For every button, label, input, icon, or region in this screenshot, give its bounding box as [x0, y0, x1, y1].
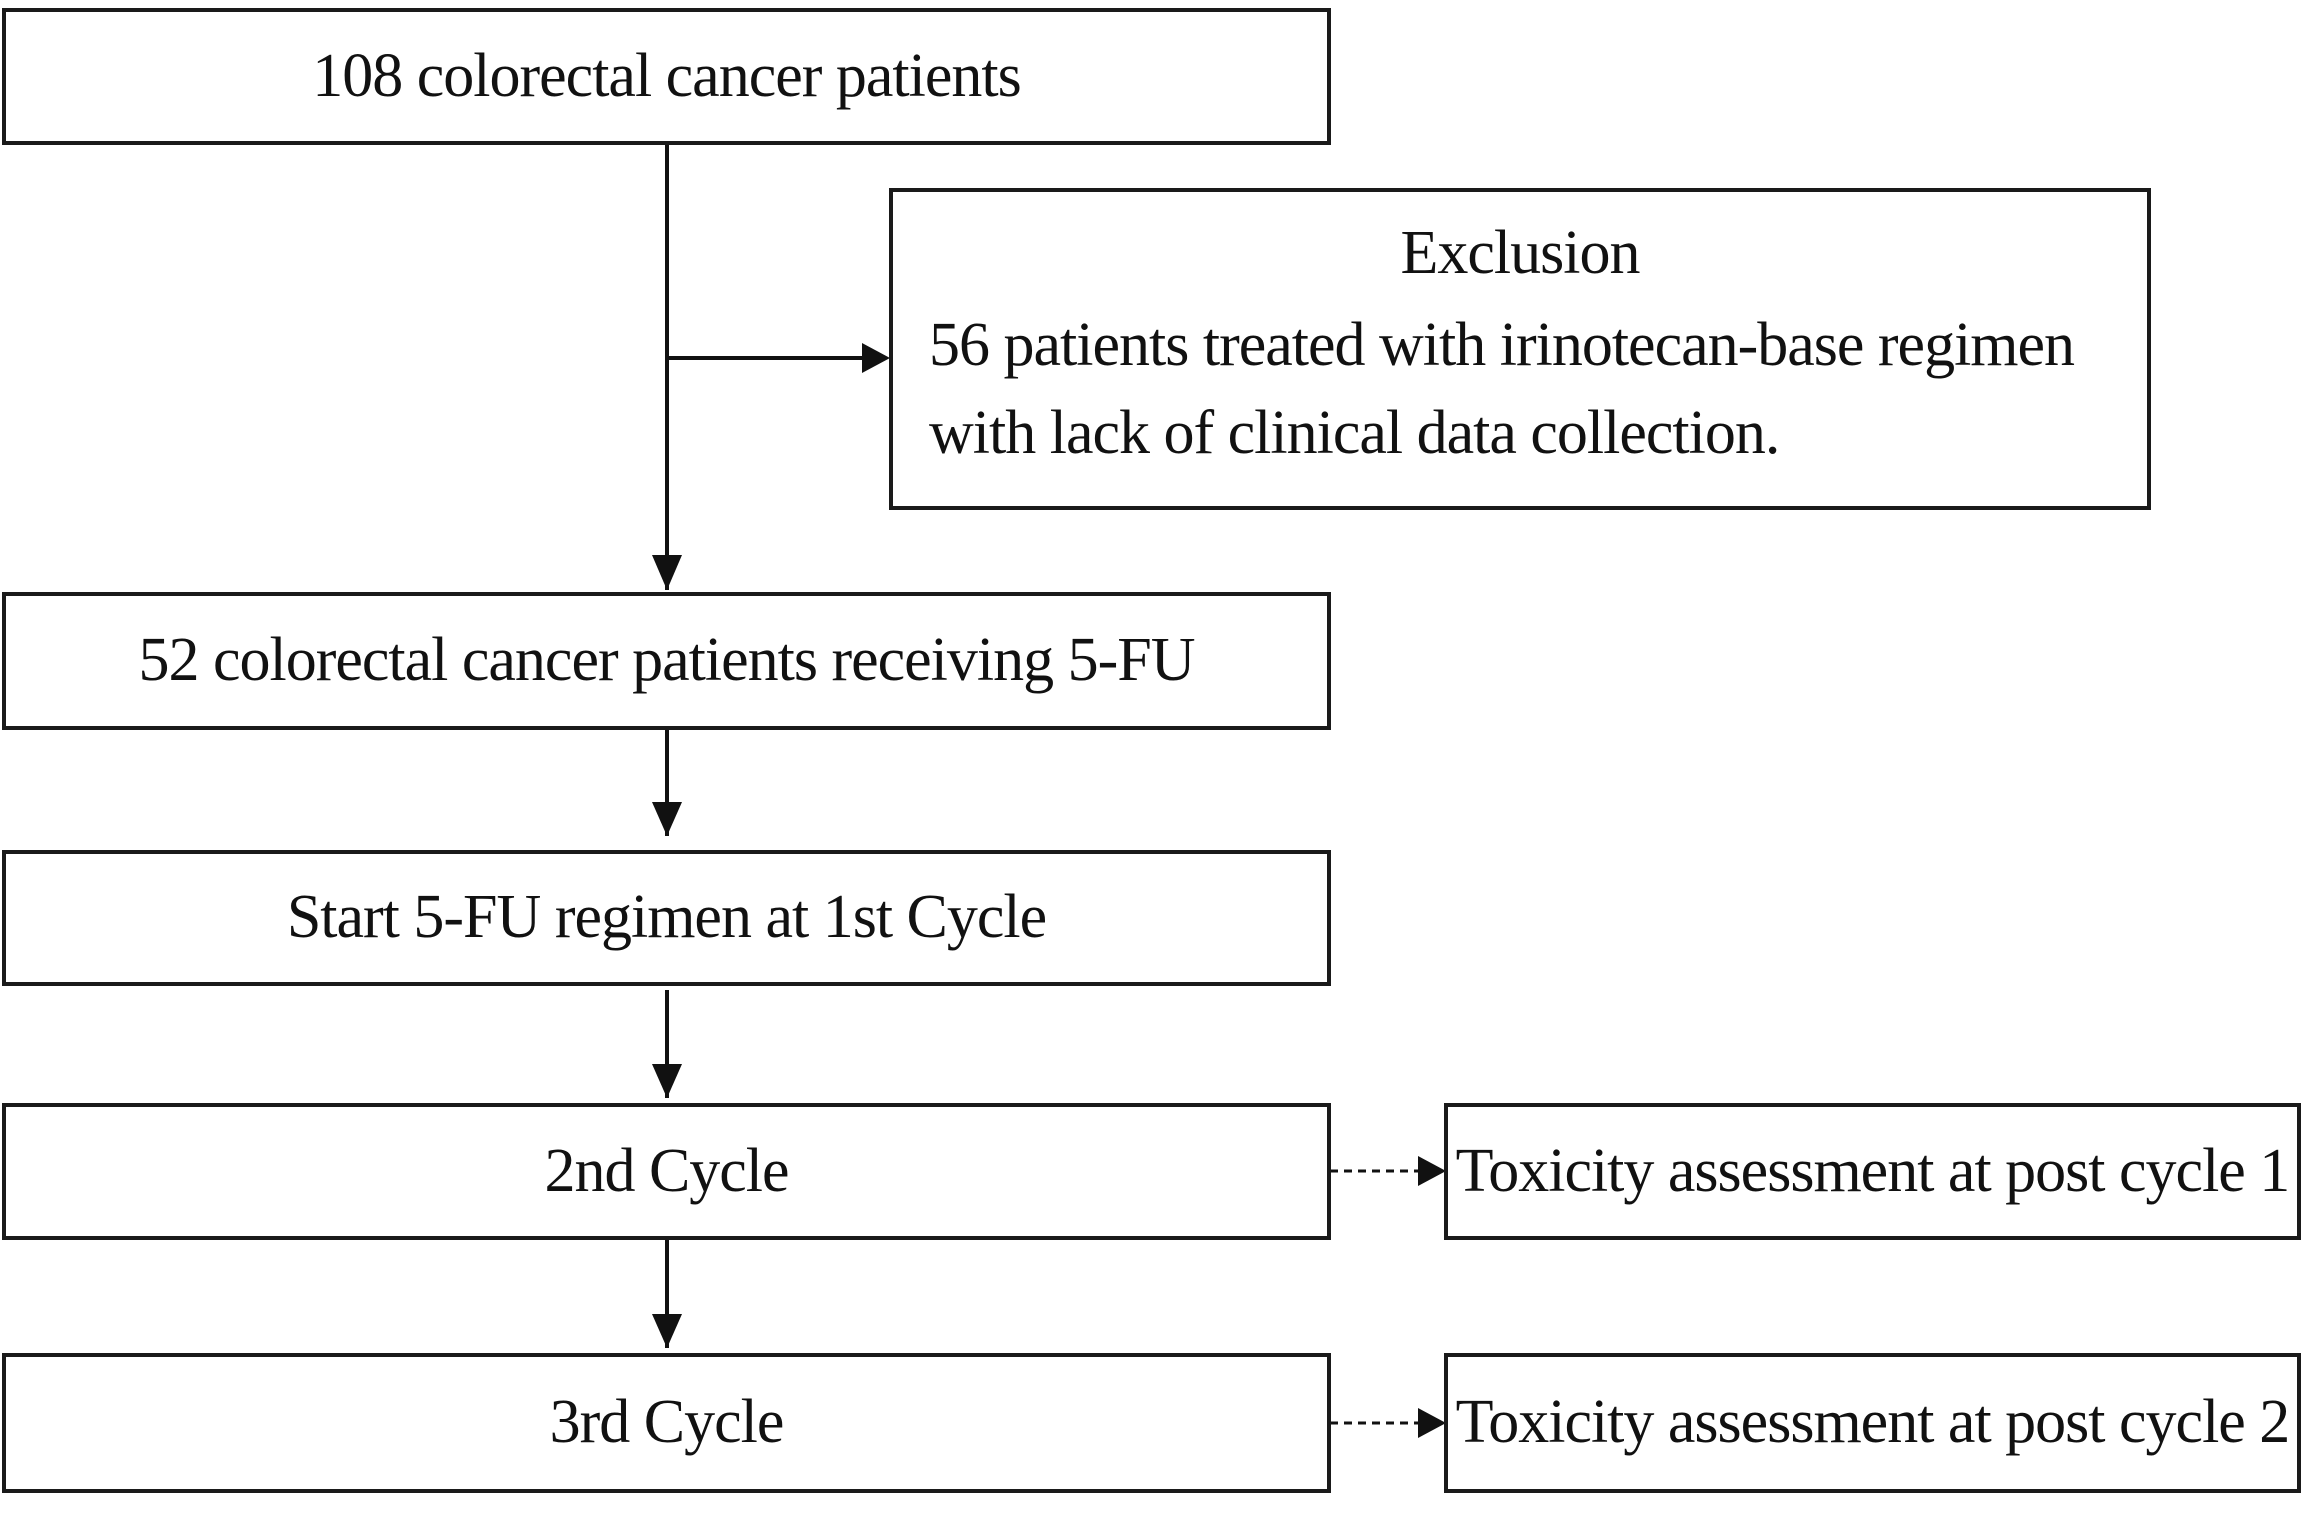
toxicity-1-text: Toxicity assessment at post cycle 1	[1455, 1136, 2291, 1205]
receiving-5fu-text: 52 colorectal cancer patients receiving …	[138, 626, 1195, 695]
arrowhead-cycle2	[652, 1064, 682, 1098]
box-toxicity-1: Toxicity assessment at post cycle 1	[1444, 1103, 2301, 1240]
exclusion-title: Exclusion	[1400, 219, 1641, 288]
total-patients-text: 108 colorectal cancer patients	[312, 41, 1021, 110]
arrowhead-exclusion	[862, 343, 890, 373]
arrowhead-receiving	[652, 555, 682, 590]
box-toxicity-2: Toxicity assessment at post cycle 2	[1444, 1353, 2301, 1493]
box-cycle-2: 2nd Cycle	[2, 1103, 1331, 1240]
arrowhead-toxicity2	[1418, 1408, 1446, 1438]
arrowhead-cycle3	[652, 1314, 682, 1348]
exclusion-detail: 56 patients treated with irinotecan-base…	[929, 310, 2075, 467]
box-start-regimen: Start 5-FU regimen at 1st Cycle	[2, 850, 1331, 986]
box-total-patients: 108 colorectal cancer patients	[2, 8, 1331, 145]
start-regimen-text: Start 5-FU regimen at 1st Cycle	[286, 883, 1047, 952]
box-cycle-3: 3rd Cycle	[2, 1353, 1331, 1493]
arrowhead-start	[652, 802, 682, 836]
cycle-2-text: 2nd Cycle	[544, 1136, 789, 1205]
box-receiving-5fu: 52 colorectal cancer patients receiving …	[2, 592, 1331, 730]
arrowhead-toxicity1	[1418, 1156, 1446, 1186]
toxicity-2-text: Toxicity assessment at post cycle 2	[1455, 1388, 2291, 1457]
box-exclusion: Exclusion 56 patients treated with irino…	[889, 188, 2151, 510]
cycle-3-text: 3rd Cycle	[549, 1388, 785, 1457]
